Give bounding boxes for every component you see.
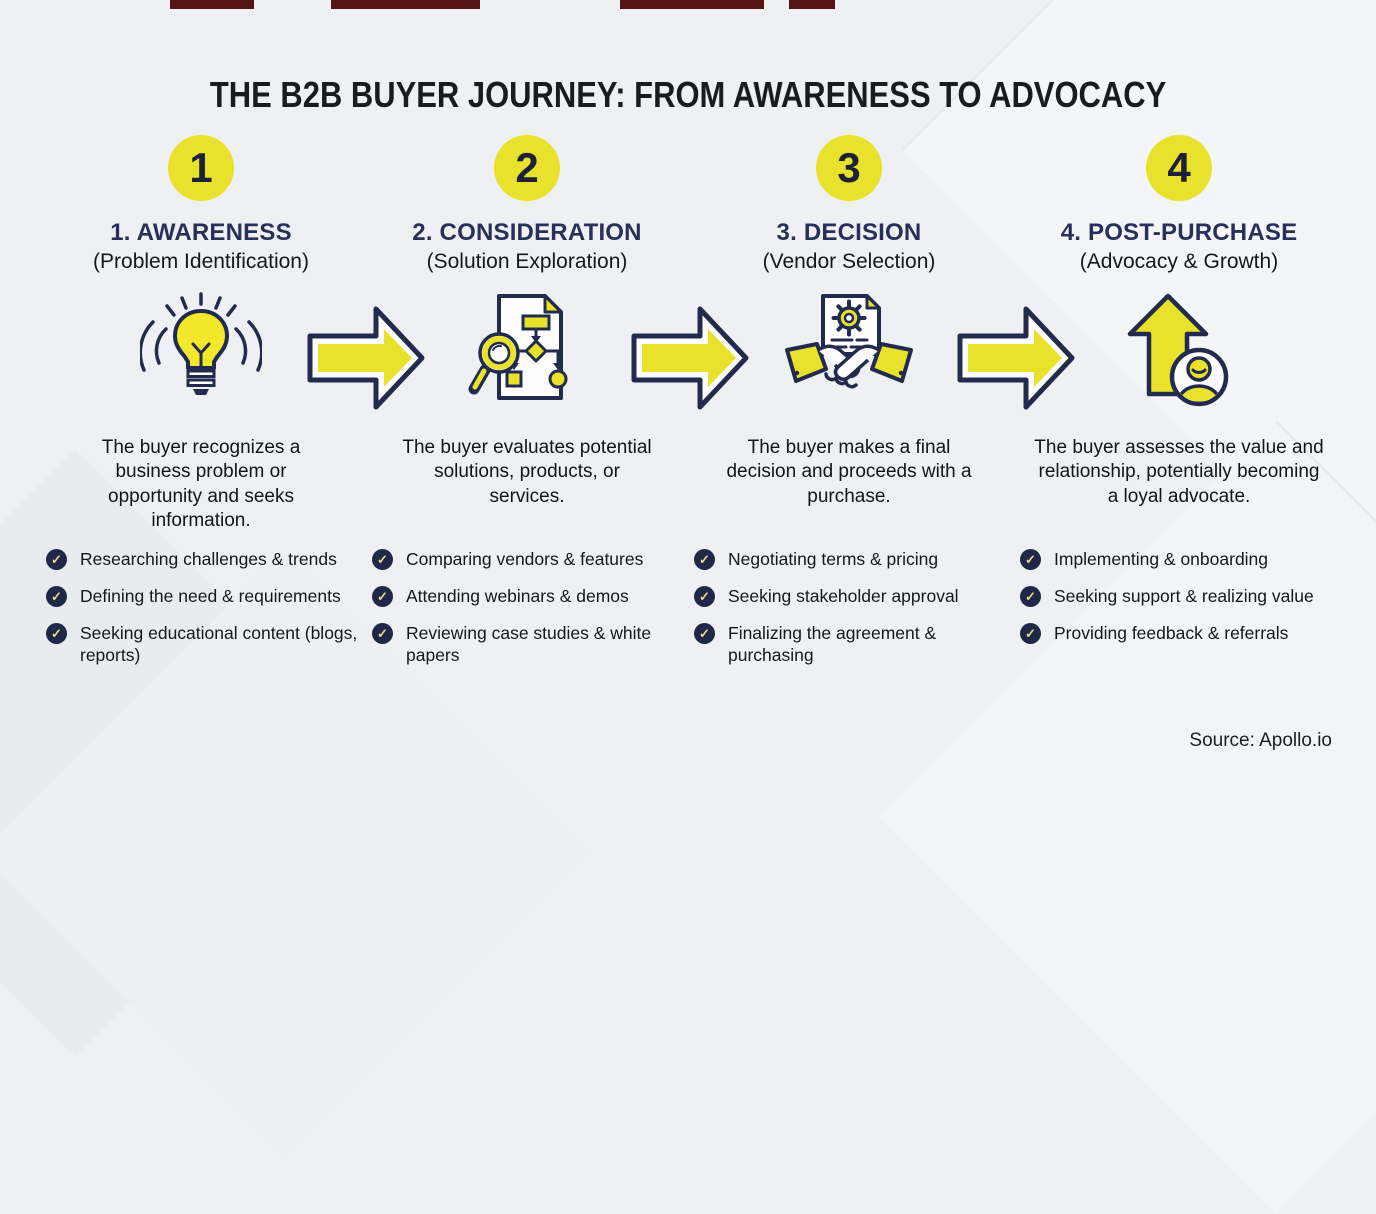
bullet-text: Negotiating terms & pricing [728, 549, 939, 569]
lightbulb-idea-icon [40, 286, 362, 414]
stage-bullet-list: ✓ Comparing vendors & features ✓ Attending… [366, 548, 688, 666]
page-title: THE B2B BUYER JOURNEY: FROM AWARENESS TO… [209, 74, 1167, 116]
check-icon: ✓ [372, 623, 393, 644]
stage-heading: 3. DECISION [776, 219, 922, 246]
stage-number-badge: 2 [494, 135, 560, 201]
stage-number-badge: 4 [1146, 135, 1212, 201]
growth-arrow-advocate-icon [1014, 286, 1344, 414]
stage-heading: 2. CONSIDERATION [412, 219, 642, 246]
top-edge-artifact [331, 0, 480, 9]
bullet-text: Seeking stakeholder approval [728, 586, 959, 606]
check-icon: ✓ [1020, 549, 1041, 570]
stage-description: The buyer recognizes a business problem … [101, 437, 301, 531]
list-item: ✓ Defining the need & requirements [46, 585, 362, 607]
stage-description: The buyer makes a final decision and pro… [726, 437, 972, 507]
bullet-text: Reviewing case studies & white papers [406, 623, 652, 665]
bullet-text: Seeking educational content (blogs, repo… [80, 623, 358, 665]
stage-bullet-list: ✓ Negotiating terms & pricing ✓ Seeking st… [688, 548, 1010, 666]
stage-subheading: (Advocacy & Growth) [1079, 250, 1279, 273]
stage-column-decision: 3 3. DECISION (Vendor Selection) [688, 135, 1010, 682]
top-edge-artifact [620, 0, 764, 9]
check-icon: ✓ [372, 549, 393, 570]
list-item: ✓ Seeking stakeholder approval [694, 585, 1010, 607]
stage-subheading: (Vendor Selection) [762, 250, 936, 273]
stage-number: 1 [189, 144, 213, 191]
flow-arrow-icon [954, 302, 1078, 419]
check-icon: ✓ [46, 623, 67, 644]
list-item: ✓ Implementing & onboarding [1020, 548, 1344, 570]
stage-bullet-list: ✓ Implementing & onboarding ✓ Seeking supp… [1014, 548, 1344, 644]
check-icon: ✓ [694, 586, 715, 607]
stage-number: 2 [515, 144, 539, 191]
stage-number: 3 [837, 144, 861, 191]
source-attribution: Source: Apollo.io [1189, 730, 1332, 751]
check-icon: ✓ [1020, 623, 1041, 644]
list-item: ✓ Researching challenges & trends [46, 548, 362, 570]
check-icon: ✓ [46, 549, 67, 570]
bullet-text: Finalizing the agreement & purchasing [728, 623, 937, 665]
check-icon: ✓ [46, 586, 67, 607]
bullet-text: Seeking support & realizing value [1054, 586, 1314, 606]
check-icon: ✓ [694, 549, 715, 570]
list-item: ✓ Seeking support & realizing value [1020, 585, 1344, 607]
stage-description: The buyer assesses the value and relatio… [1034, 437, 1324, 507]
stage-number-badge: 3 [816, 135, 882, 201]
stage-heading: 4. POST-PURCHASE [1060, 219, 1298, 246]
stage-column-post-purchase: 4 4. POST-PURCHASE (Advocacy & Growth) T… [1014, 135, 1344, 660]
list-item: ✓ Seeking educational content (blogs, rep… [46, 622, 362, 666]
bullet-text: Providing feedback & referrals [1054, 623, 1289, 643]
bullet-text: Researching challenges & trends [80, 549, 337, 569]
magnifier-flowchart-document-icon [366, 286, 688, 414]
list-item: ✓ Providing feedback & referrals [1020, 622, 1344, 644]
stage-subheading: (Problem Identification) [93, 250, 309, 273]
list-item: ✓ Finalizing the agreement & purchasing [694, 622, 1010, 666]
flow-arrow-icon [628, 302, 752, 419]
bullet-text: Attending webinars & demos [406, 586, 629, 606]
top-edge-artifact [170, 0, 254, 9]
list-item: ✓ Attending webinars & demos [372, 585, 688, 607]
stage-number-badge: 1 [168, 135, 234, 201]
stage-subheading: (Solution Exploration) [426, 250, 628, 273]
check-icon: ✓ [372, 586, 393, 607]
list-item: ✓ Reviewing case studies & white papers [372, 622, 688, 666]
stage-number: 4 [1167, 144, 1191, 191]
stage-heading: 1. AWARENESS [110, 219, 292, 246]
check-icon: ✓ [694, 623, 715, 644]
list-item: ✓ Comparing vendors & features [372, 548, 688, 570]
stage-bullet-list: ✓ Researching challenges & trends ✓ Defini… [40, 548, 362, 666]
top-edge-artifact [789, 0, 835, 9]
check-icon: ✓ [1020, 586, 1041, 607]
stage-column-consideration: 2 2. CONSIDERATION (Solution Exploration… [366, 135, 688, 682]
list-item: ✓ Negotiating terms & pricing [694, 548, 1010, 570]
stage-description: The buyer evaluates potential solutions,… [402, 437, 652, 507]
bullet-text: Implementing & onboarding [1054, 549, 1269, 569]
bullet-text: Defining the need & requirements [80, 586, 341, 606]
handshake-contract-icon [688, 286, 1010, 414]
bullet-text: Comparing vendors & features [406, 549, 644, 569]
stage-column-awareness: 1 1. AWARENESS (Problem Identification) … [40, 135, 362, 682]
flow-arrow-icon [304, 302, 428, 419]
